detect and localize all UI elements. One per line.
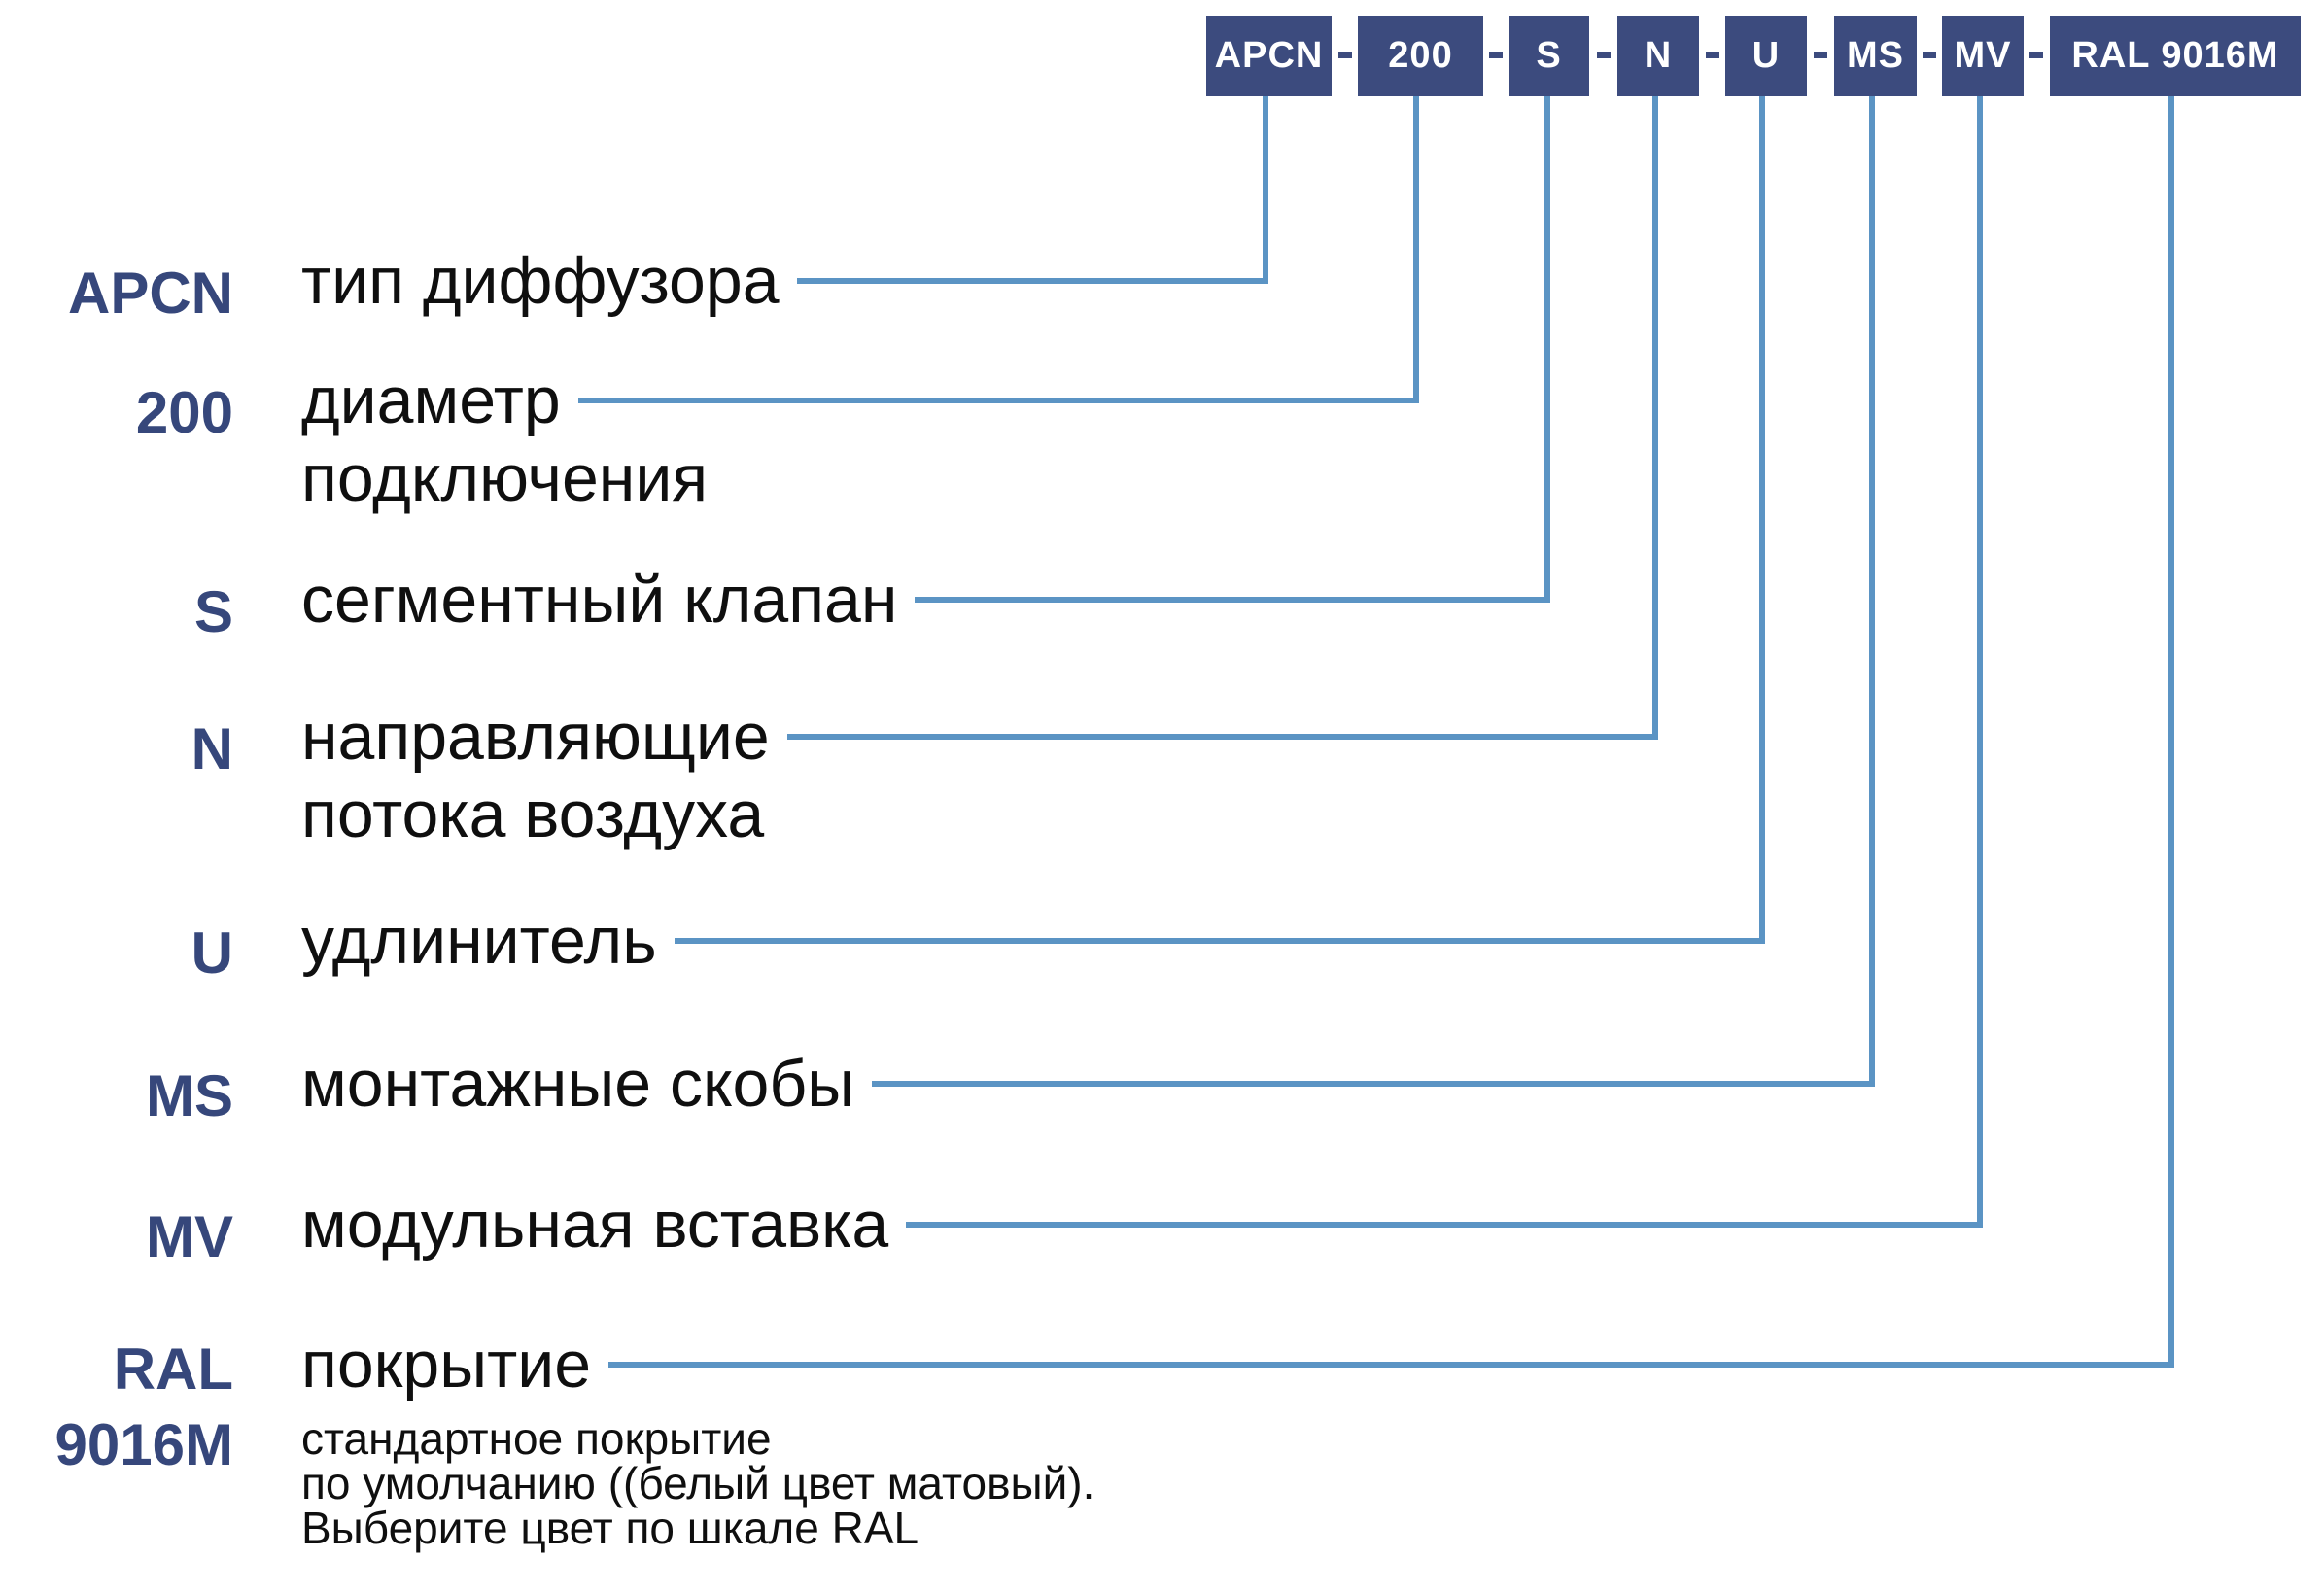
row-mv: модульная вставка <box>301 1186 1983 1264</box>
row-code-u: U <box>191 920 233 986</box>
row-label-extender: удлинитель <box>301 904 657 978</box>
code-box-apcn-label: APCN <box>1214 35 1324 76</box>
coating-note-line-3: Выберите цвет по шкале RAL <box>301 1503 919 1553</box>
row-label-mounting-brackets: монтажные скобы <box>301 1047 855 1121</box>
code-box-ms-label: MS <box>1847 35 1904 76</box>
code-box-ral9016m: RAL 9016M <box>2050 16 2301 96</box>
code-separator-dash <box>1489 52 1503 58</box>
connector-horizontal-line-ral <box>608 1362 2174 1368</box>
row-code-ms: MS <box>146 1063 233 1128</box>
row-code-mv: MV <box>146 1204 233 1269</box>
code-box-ral9016m-label: RAL 9016M <box>2071 35 2279 76</box>
connector-horizontal-line-apcn <box>796 278 1268 284</box>
row-code-ral-line1: RAL <box>113 1336 233 1402</box>
code-box-n-label: N <box>1644 35 1673 76</box>
row-code-200: 200 <box>135 380 233 445</box>
connector-vertical-line-mv <box>1977 96 1983 1228</box>
code-separator-dash <box>1923 52 1936 58</box>
connector-vertical-line-n <box>1652 96 1658 740</box>
connector-horizontal-line-s <box>915 597 1550 603</box>
connector-horizontal-line-mv <box>906 1222 1983 1228</box>
code-box-s-label: S <box>1536 35 1562 76</box>
row-200: диаметр подключения <box>301 362 1419 517</box>
code-separator-dash <box>1338 52 1352 58</box>
row-ral: покрытие <box>301 1326 2174 1403</box>
coating-note-line-1: стандартное покрытие <box>301 1413 772 1464</box>
row-label-modular-insert: модульная вставка <box>301 1188 889 1262</box>
row-code-apcn: APCN <box>67 260 233 326</box>
code-separator-dash <box>2029 52 2043 58</box>
code-box-mv-label: MV <box>1954 35 2012 76</box>
row-label-connection-diameter-line1: диаметр <box>301 364 561 437</box>
row-code-s: S <box>193 579 233 644</box>
code-box-s: S <box>1509 16 1589 96</box>
code-box-200: 200 <box>1358 16 1483 96</box>
connector-horizontal-line-ms <box>872 1081 1875 1087</box>
row-label-segment-valve: сегментный клапан <box>301 563 898 637</box>
coating-note-line-2: по умолчанию ((белый цвет матовый). <box>301 1458 1095 1508</box>
row-ms: монтажные скобы <box>301 1045 1875 1123</box>
code-separator-dash <box>1597 52 1611 58</box>
code-separator-dash <box>1706 52 1719 58</box>
connector-vertical-line-apcn <box>1263 96 1268 284</box>
connector-vertical-line-s <box>1544 96 1550 603</box>
row-code-ral-line2: 9016M <box>54 1412 233 1477</box>
row-s: сегментный клапан <box>301 561 1550 639</box>
code-separator-dash <box>1814 52 1827 58</box>
code-box-mv: MV <box>1942 16 2024 96</box>
row-apcn: тип диффузора <box>301 242 1268 320</box>
row-label-connection-diameter-line2: подключения <box>301 441 709 515</box>
code-box-n: N <box>1617 16 1699 96</box>
connector-vertical-line-ral <box>2168 96 2174 1368</box>
row-code-ral9016m: RAL 9016M <box>0 1332 233 1483</box>
connector-vertical-line-ms <box>1869 96 1875 1087</box>
row-label-diffuser-type: тип диффузора <box>301 244 780 318</box>
code-box-u: U <box>1725 16 1807 96</box>
connector-horizontal-line-u <box>674 938 1765 944</box>
row-code-n: N <box>191 716 233 781</box>
connector-vertical-line-200 <box>1413 96 1419 403</box>
row-label-coating: покрытие <box>301 1328 592 1402</box>
row-label-airflow-guides-line1: направляющие <box>301 700 770 774</box>
row-n: направляющие потока воздуха <box>301 698 1658 853</box>
code-box-200-label: 200 <box>1388 35 1453 76</box>
connector-horizontal-line-n <box>786 734 1658 740</box>
coating-note: стандартное покрытие по умолчанию ((белы… <box>301 1416 1094 1550</box>
connector-vertical-line-u <box>1759 96 1765 944</box>
row-label-airflow-guides-line2: потока воздуха <box>301 778 765 851</box>
row-u: удлинитель <box>301 902 1765 980</box>
connector-horizontal-line-200 <box>577 398 1419 403</box>
code-box-apcn: APCN <box>1206 16 1332 96</box>
code-box-u-label: U <box>1752 35 1781 76</box>
code-box-ms: MS <box>1834 16 1917 96</box>
